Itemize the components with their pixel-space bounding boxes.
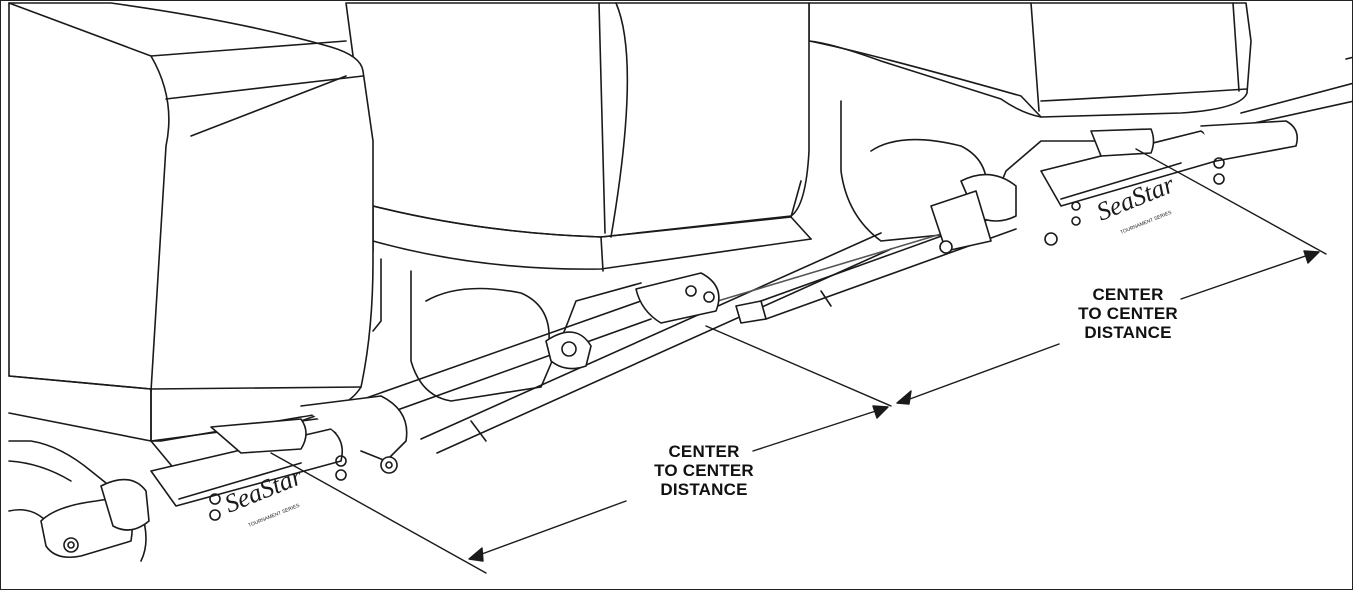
- middle-extension-line: [705, 325, 892, 407]
- right-outboard-engine: [808, 2, 1353, 242]
- left-dimension-arrow-upper: [752, 407, 886, 452]
- left-steering-cylinder: [40, 395, 408, 559]
- arrowhead: [1303, 250, 1320, 264]
- right-dimension-arrow-lower: [898, 343, 1060, 404]
- arrowhead: [468, 547, 484, 562]
- dimension-lines[interactable]: [270, 148, 1327, 574]
- left-dimension-arrow-lower: [470, 500, 627, 559]
- label-line: DISTANCE: [1084, 323, 1172, 342]
- label-line: CENTER: [1092, 285, 1164, 304]
- arrowhead: [896, 390, 912, 405]
- left-extension-line: [270, 452, 487, 574]
- middle-outboard-engine: [345, 2, 812, 402]
- label-line: TO CENTER: [1078, 304, 1178, 323]
- middle-tiller-bracket: [545, 272, 767, 370]
- left-center-to-center-label: CENTER TO CENTER DISTANCE: [629, 442, 779, 499]
- arrowhead: [872, 405, 889, 419]
- tie-bars: [300, 210, 1017, 454]
- label-line: CENTER: [668, 442, 740, 461]
- label-line: DISTANCE: [660, 480, 748, 499]
- right-extension-line: [1135, 148, 1327, 255]
- right-steering-cylinder: [930, 120, 1299, 254]
- right-center-to-center-label: CENTER TO CENTER DISTANCE: [1053, 285, 1203, 342]
- right-dimension-arrow-upper: [1180, 251, 1318, 300]
- label-line: TO CENTER: [654, 461, 754, 480]
